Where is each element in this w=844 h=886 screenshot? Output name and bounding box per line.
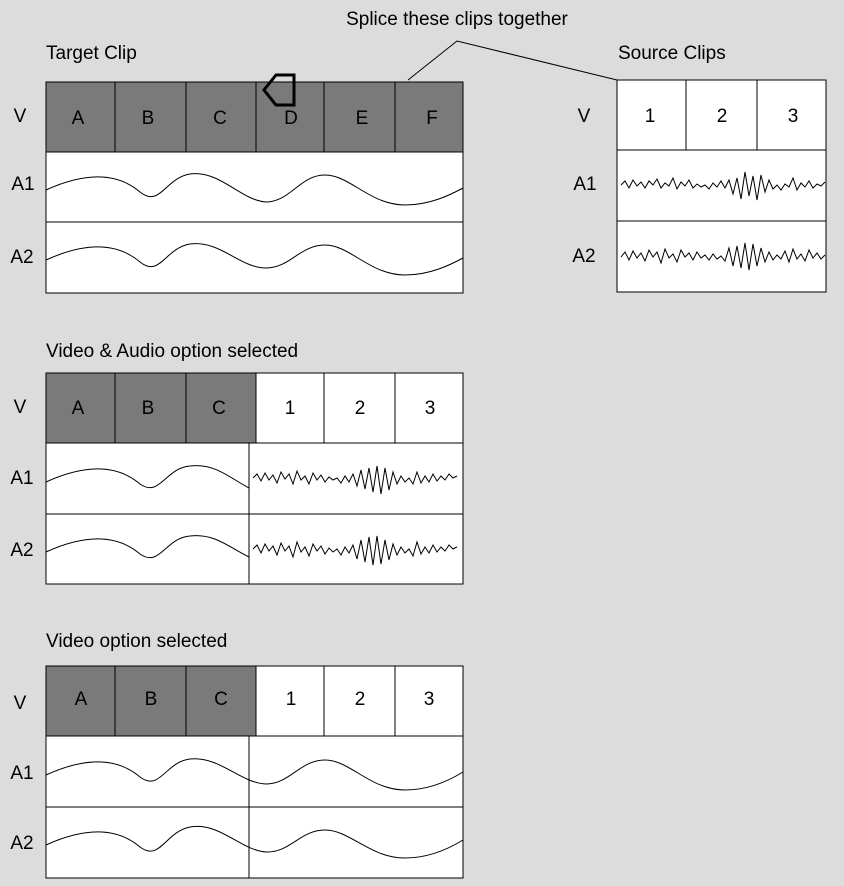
- target-a1-waveform: [45, 173, 464, 206]
- vo-audio-track-a2[interactable]: [45, 806, 464, 879]
- va-a2-source-waveform: [252, 535, 458, 566]
- target-cell-b[interactable]: B: [142, 108, 155, 129]
- vo-cell-c[interactable]: C: [214, 689, 228, 710]
- video-only-panel: Video option selected V A1 A2 A B C 1 2 …: [10, 631, 464, 879]
- video-audio-title: Video & Audio option selected: [46, 341, 298, 362]
- vo-a2-waveform: [45, 825, 464, 859]
- va-target-video-segment[interactable]: [45, 372, 257, 444]
- target-video-track[interactable]: [45, 81, 464, 153]
- source-clips-panel: Source Clips V A1 A2 1 2 3: [572, 43, 827, 293]
- va-track-label-a1: A1: [10, 468, 33, 489]
- target-cell-e[interactable]: E: [356, 108, 369, 129]
- target-cell-c[interactable]: C: [213, 108, 227, 129]
- source-clips-title: Source Clips: [618, 43, 726, 64]
- va-track-label-v: V: [14, 397, 27, 418]
- callout-text: Splice these clips together: [346, 9, 568, 30]
- va-cell-1[interactable]: 1: [285, 398, 296, 419]
- vo-cell-a[interactable]: A: [75, 689, 88, 710]
- source-track-label-a1: A1: [573, 174, 596, 195]
- callout-leader: [407, 40, 618, 81]
- source-a2-waveform: [620, 242, 826, 271]
- va-a1-target-waveform: [45, 465, 250, 489]
- target-audio-track-a2[interactable]: [45, 221, 464, 294]
- vo-target-video-segment[interactable]: [45, 665, 257, 737]
- vo-track-label-a2: A2: [10, 833, 33, 854]
- vo-cell-1[interactable]: 1: [286, 689, 297, 710]
- target-clip-panel: Target Clip V A1 A2 A B C D E F: [10, 43, 464, 294]
- va-track-label-a2: A2: [10, 540, 33, 561]
- va-source-video-segment[interactable]: [255, 372, 464, 444]
- vo-cell-b[interactable]: B: [145, 689, 158, 710]
- target-cell-a[interactable]: A: [72, 108, 85, 129]
- va-a1-source-waveform: [252, 465, 458, 495]
- source-track-label-v: V: [578, 106, 591, 127]
- playhead-marker-icon[interactable]: [262, 73, 296, 107]
- source-a1-waveform: [620, 171, 826, 201]
- source-video-track[interactable]: [616, 79, 827, 151]
- source-cell-2[interactable]: 2: [717, 106, 728, 127]
- vo-cell-3[interactable]: 3: [424, 689, 435, 710]
- va-cell-3[interactable]: 3: [425, 398, 436, 419]
- vo-a1-waveform: [45, 758, 464, 791]
- source-cell-3[interactable]: 3: [788, 106, 799, 127]
- va-cell-a[interactable]: A: [72, 398, 85, 419]
- vo-track-label-a1: A1: [10, 763, 33, 784]
- source-cell-1[interactable]: 1: [645, 106, 656, 127]
- va-a2-target-waveform: [45, 535, 250, 559]
- va-cell-2[interactable]: 2: [355, 398, 366, 419]
- target-cell-f[interactable]: F: [426, 108, 438, 129]
- va-audio-track-a2[interactable]: [45, 513, 464, 585]
- vo-source-video-segment[interactable]: [255, 665, 464, 737]
- target-track-label-a1: A1: [11, 174, 34, 195]
- video-audio-panel: Video & Audio option selected V A1 A2 A …: [10, 341, 464, 585]
- va-cell-b[interactable]: B: [142, 398, 155, 419]
- video-only-title: Video option selected: [46, 631, 227, 652]
- target-clip-title: Target Clip: [46, 43, 137, 64]
- source-track-label-a2: A2: [572, 246, 595, 267]
- vo-track-label-v: V: [14, 693, 27, 714]
- target-track-label-a2: A2: [10, 247, 33, 268]
- source-audio-track-a1[interactable]: [616, 149, 827, 222]
- target-track-label-v: V: [14, 106, 27, 127]
- target-cell-d[interactable]: D: [284, 108, 298, 129]
- vo-cell-2[interactable]: 2: [355, 689, 366, 710]
- va-audio-track-a1[interactable]: [45, 442, 464, 515]
- vo-audio-track-a1[interactable]: [45, 735, 464, 808]
- target-a2-waveform: [45, 243, 464, 276]
- va-cell-c[interactable]: C: [212, 398, 226, 419]
- target-audio-track-a1[interactable]: [45, 151, 464, 223]
